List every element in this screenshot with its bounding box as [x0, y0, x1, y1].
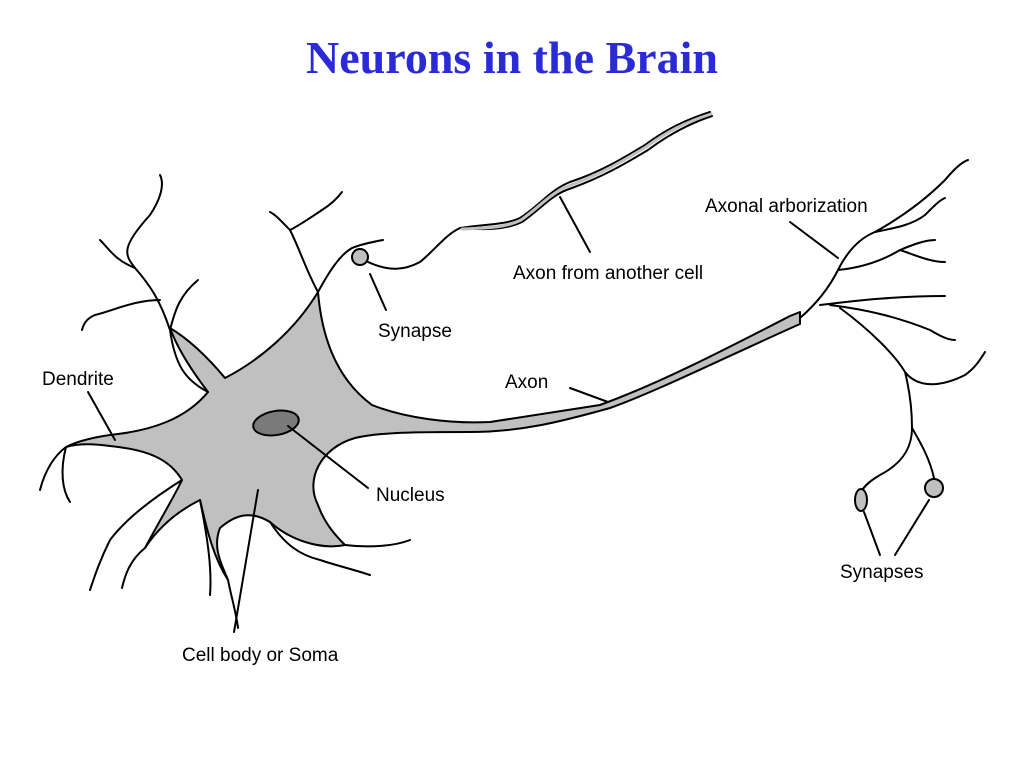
- label-axon-from-another-cell: Axon from another cell: [513, 263, 703, 284]
- synapse-left: [854, 488, 868, 512]
- nucleus: [252, 409, 300, 437]
- soma: [65, 291, 801, 581]
- label-cell-body: Cell body or Soma: [182, 645, 339, 666]
- label-synapses: Synapses: [840, 562, 923, 583]
- label-synapse: Synapse: [378, 321, 452, 342]
- slide-title: Neurons in the Brain: [306, 32, 718, 83]
- synapse-bulb: [351, 248, 369, 266]
- synapse-right: [924, 478, 944, 498]
- label-axon: Axon: [505, 372, 548, 393]
- label-nucleus: Nucleus: [376, 485, 445, 506]
- label-dendrite: Dendrite: [42, 369, 114, 390]
- label-axonal-arborization: Axonal arborization: [705, 196, 868, 217]
